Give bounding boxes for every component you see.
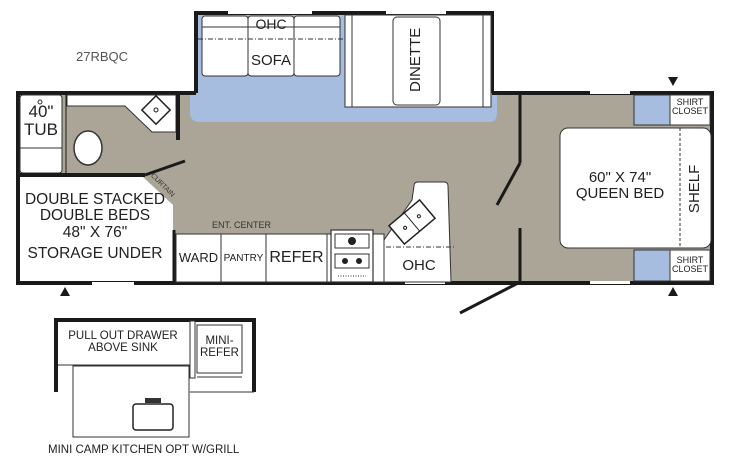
ent-center-label: ENT. CENTER xyxy=(212,220,272,230)
stove-icon xyxy=(330,229,374,283)
queen-bed-label: 60" X 74" QUEEN BED xyxy=(560,170,680,202)
camp-kitchen-caption: MINI CAMP KITCHEN OPT W/GRILL xyxy=(48,444,240,456)
toilet-icon xyxy=(73,130,103,166)
slide-ohc-label: OHC xyxy=(255,16,287,32)
drawer-line2: ABOVE SINK xyxy=(88,342,158,355)
bunk-beds xyxy=(20,177,173,281)
ward-label: WARD xyxy=(178,250,219,265)
bed-size: 60" X 74" xyxy=(588,169,652,186)
drawer-line1: PULL OUT DRAWER xyxy=(68,330,178,342)
sofa-label: SOFA xyxy=(250,52,291,69)
closet-top-line2: CLOSET xyxy=(671,106,708,117)
tub-label: 40" TUB xyxy=(20,103,62,139)
pantry-label: PANTRY xyxy=(223,253,264,264)
bunk-line2: DOUBLE BEDS xyxy=(39,207,151,225)
bunk-line1: DOUBLE STACKED xyxy=(24,191,166,208)
closet-top-line1: SHIRT xyxy=(676,97,704,107)
bunk-line4: STORAGE UNDER xyxy=(27,244,163,262)
bunk-label: DOUBLE STACKED DOUBLE BEDS 48" X 76" STO… xyxy=(14,191,176,262)
exterior-wall xyxy=(16,91,714,285)
bedroom-door xyxy=(495,162,522,206)
kitchen-ohc-label: OHC xyxy=(402,257,436,274)
shirt-closet-bottom-label: SHIRT CLOSET xyxy=(670,255,710,275)
shelf-label: SHELF xyxy=(686,164,704,214)
shirt-closet-top-label: SHIRT CLOSET xyxy=(670,97,710,117)
tub-size: 40" xyxy=(28,102,54,121)
camp-kitchen xyxy=(54,318,256,438)
drawer-label: PULL OUT DRAWER ABOVE SINK xyxy=(58,330,188,354)
sofa-shape xyxy=(198,15,345,77)
kitchen-sink-icon xyxy=(387,198,437,246)
bunk-line3: 48" X 76" xyxy=(62,223,128,241)
dinette-label: DINETTE xyxy=(407,27,425,92)
mini-refer-line2: REFER xyxy=(200,347,239,360)
dinette-shape xyxy=(344,14,492,108)
camp-sink-icon xyxy=(132,403,174,431)
entry-door xyxy=(459,281,519,315)
model-name: 27RBQC xyxy=(76,49,129,64)
closet-bottom-line2: CLOSET xyxy=(671,264,708,275)
slide-wall xyxy=(194,11,494,93)
marker-arrow xyxy=(668,77,678,86)
bath-sink-icon xyxy=(140,94,172,126)
queen-bed xyxy=(559,127,712,249)
tub-text: TUB xyxy=(24,119,58,139)
mini-refer-label: MINI- REFER xyxy=(197,335,242,359)
refer-label: REFER xyxy=(269,249,324,266)
bed-type: QUEEN BED xyxy=(575,184,665,202)
closet-bottom-line1: SHIRT xyxy=(676,255,704,265)
mini-refer-line1: MINI- xyxy=(205,335,234,347)
